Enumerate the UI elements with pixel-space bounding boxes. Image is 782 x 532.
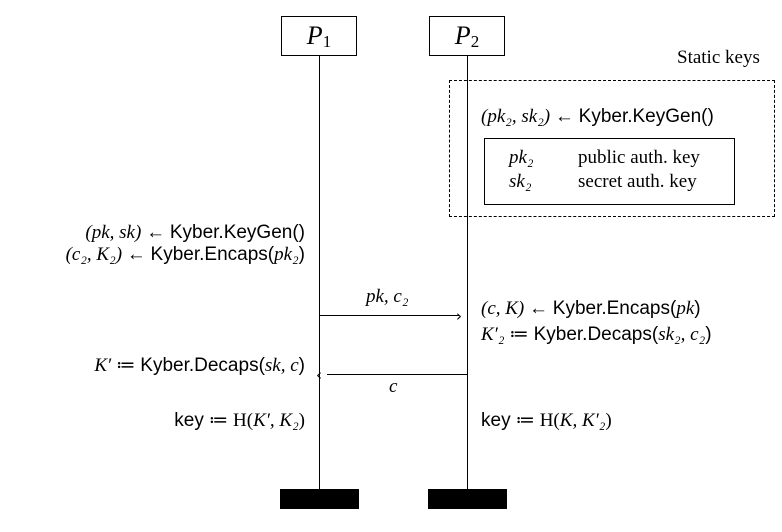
party-p1-lifeline: [319, 56, 320, 490]
p1-decaps-arg: sk, c: [264, 355, 299, 376]
p1-key-close: ): [298, 410, 305, 431]
p1-encaps-line: (c₂, K₂) ← Kyber.Encaps(pk₂): [66, 244, 305, 266]
party-p2-subscript: 2: [470, 32, 480, 51]
p1-decaps-fn: Kyber.Decaps(: [140, 355, 265, 376]
p1-key-line: key ≔ H(K′, K₂): [174, 409, 305, 432]
party-p1-name: P: [306, 21, 323, 50]
p2-key-line: key ≔ H(K, K′₂): [481, 409, 612, 432]
p1-decaps-lhs: K′ ≔: [94, 355, 136, 376]
p2-key-close: ): [605, 410, 612, 431]
p2-decaps-close: ): [705, 324, 712, 345]
party-p2-name: P: [454, 21, 471, 50]
p1-decaps-close: ): [298, 355, 305, 376]
message-1-arrowhead-icon: ›: [456, 307, 462, 325]
static-keys-table: [484, 138, 735, 205]
message-1-label: pk, c₂: [366, 286, 409, 307]
p2-decaps-lhs: K′₂ ≔: [481, 324, 529, 345]
static-key-symbol-sk2: sk₂: [509, 171, 532, 192]
static-key-desc-pk2: public auth. key: [578, 147, 700, 168]
message-2-arrow: [327, 374, 467, 375]
message-2-label: c: [389, 376, 398, 397]
p1-key-rhs: ≔ H(: [208, 410, 254, 431]
party-p2-lifeline: [467, 56, 468, 490]
party-p1-end-bar: [280, 489, 359, 509]
p1-key-lhs: key: [174, 410, 204, 431]
p2-key-rhs: ≔ H(: [515, 410, 560, 431]
p1-keygen-line: (pk, sk) ← Kyber.KeyGen(): [85, 222, 305, 244]
p1-key-args: K′, K₂: [253, 410, 299, 431]
static-keygen-line: (pk₂, sk₂) ← Kyber.KeyGen(): [481, 106, 714, 128]
p1-keygen-lhs: (pk, sk) ←: [85, 222, 166, 243]
party-p1-subscript: 1: [322, 32, 332, 51]
static-keygen-rhs: Kyber.KeyGen(): [578, 106, 714, 127]
p1-keygen-rhs: Kyber.KeyGen(): [169, 222, 305, 243]
p2-encaps-line: (c, K) ← Kyber.Encaps(pk): [481, 298, 701, 320]
message-1-arrow: [319, 315, 459, 316]
p2-key-lhs: key: [481, 410, 511, 431]
p1-decaps-line: K′ ≔ Kyber.Decaps(sk, c): [94, 354, 305, 377]
p2-key-args: K, K′₂: [559, 410, 606, 431]
p2-encaps-fn: Kyber.Encaps(: [552, 298, 677, 319]
static-keys-title: Static keys: [677, 47, 760, 68]
p2-encaps-close: ): [694, 298, 701, 319]
p2-decaps-line: K′₂ ≔ Kyber.Decaps(sk₂, c₂): [481, 323, 712, 346]
p2-encaps-arg: pk: [676, 298, 695, 319]
p1-encaps-close: ): [298, 244, 305, 265]
static-keygen-lhs: (pk₂, sk₂) ←: [481, 106, 574, 127]
party-p2-end-bar: [428, 489, 507, 509]
p1-encaps-fn: Kyber.Encaps(: [150, 244, 275, 265]
static-key-desc-sk2: secret auth. key: [578, 171, 697, 192]
message-2-arrowhead-icon: ‹: [316, 366, 322, 384]
p2-decaps-arg: sk₂, c₂: [658, 324, 706, 345]
p2-encaps-lhs: (c, K) ←: [481, 298, 549, 319]
p2-decaps-fn: Kyber.Decaps(: [533, 324, 659, 345]
p1-encaps-arg: pk₂: [274, 244, 299, 265]
p1-encaps-lhs: (c₂, K₂) ←: [65, 244, 146, 265]
static-key-symbol-pk2: pk₂: [509, 147, 534, 168]
